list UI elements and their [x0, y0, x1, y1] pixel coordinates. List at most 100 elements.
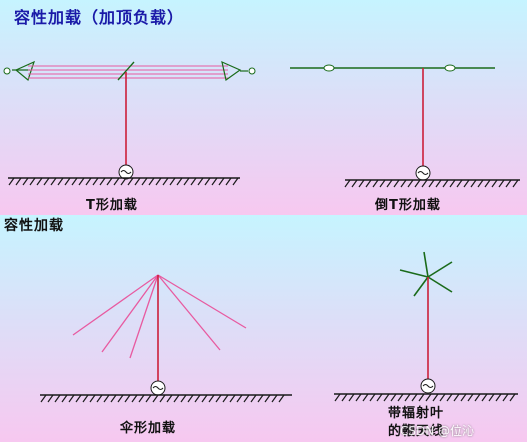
- ground-hatch-mark: [120, 177, 127, 186]
- top-panel: [0, 0, 527, 215]
- ground-hatch-mark: [243, 394, 250, 403]
- inverted-t-antenna: [290, 64, 520, 188]
- ground-hatch-mark: [96, 394, 103, 403]
- ground-hatch-mark: [138, 394, 145, 403]
- ground-hatch-mark: [159, 394, 166, 403]
- ground-hatch-mark: [229, 394, 236, 403]
- ground-hatch-mark: [110, 394, 117, 403]
- ground-hatch-mark: [372, 179, 379, 188]
- caption-radial-line2: 的鞭天线: [388, 424, 445, 439]
- ground-hatch-mark: [418, 393, 425, 402]
- ground-hatch-mark: [453, 393, 460, 402]
- caption-t-shape: T形加载: [86, 198, 138, 213]
- ground-hatch-mark: [481, 393, 488, 402]
- ground-hatch-mark: [446, 393, 453, 402]
- ground-hatch-mark: [162, 177, 169, 186]
- ground-hatch-mark: [127, 177, 134, 186]
- ground-hatch-mark: [474, 393, 481, 402]
- ground-hatch-mark: [379, 179, 386, 188]
- ground-hatch-mark: [369, 393, 376, 402]
- ground-hatch-mark: [264, 394, 271, 403]
- ground-hatch-mark: [365, 179, 372, 188]
- ground-hatch-mark: [397, 393, 404, 402]
- ground-hatch-mark: [208, 394, 215, 403]
- ground-hatch-mark: [257, 394, 264, 403]
- ground-hatch-mark: [201, 394, 208, 403]
- ground-hatch-mark: [68, 394, 75, 403]
- ground-hatch-mark: [376, 393, 383, 402]
- ground-hatch-mark: [498, 179, 505, 188]
- ground-hatch-mark: [47, 394, 54, 403]
- ground-hatch-mark: [449, 179, 456, 188]
- ground-hatch-mark: [512, 179, 519, 188]
- ground-hatch-mark: [404, 393, 411, 402]
- ground-hatch-mark: [8, 177, 15, 186]
- ground-hatch-mark: [390, 393, 397, 402]
- ground-hatch-mark: [124, 394, 131, 403]
- ground-hatch-mark: [442, 179, 449, 188]
- ground-hatch-mark: [250, 394, 257, 403]
- ground-hatch-mark: [78, 177, 85, 186]
- ground-hatch-mark: [278, 394, 285, 403]
- bottom-panel: [0, 215, 527, 442]
- ground-hatch-mark: [334, 393, 341, 402]
- ground-hatch-mark: [36, 177, 43, 186]
- ground-hatch-mark: [488, 393, 495, 402]
- ground-hatch-mark: [236, 394, 243, 403]
- ground-hatch-mark: [173, 394, 180, 403]
- ground-hatch-mark: [348, 393, 355, 402]
- ground-hatch-mark: [421, 179, 428, 188]
- section-title: 容性加载: [4, 218, 64, 234]
- ground-hatch-mark: [183, 177, 190, 186]
- ground-hatch-mark: [271, 394, 278, 403]
- ground-hatch-mark: [215, 394, 222, 403]
- ground-hatch-mark: [211, 177, 218, 186]
- ground-hatch-mark: [463, 179, 470, 188]
- ground-hatch-mark: [89, 394, 96, 403]
- ground-hatch-mark: [456, 179, 463, 188]
- ground-hatch-mark: [131, 394, 138, 403]
- ground-hatch-mark: [29, 177, 36, 186]
- ground-hatch-mark: [400, 179, 407, 188]
- ground-hatch-mark: [99, 177, 106, 186]
- ground-hatch-mark: [460, 393, 467, 402]
- ground-hatch-mark: [82, 394, 89, 403]
- umbrella-antenna: [40, 274, 292, 403]
- ground-hatch-mark: [425, 393, 432, 402]
- ground-hatch-mark: [92, 177, 99, 186]
- caption-umbrella: 伞形加载: [120, 421, 177, 436]
- ground-hatch-mark: [225, 177, 232, 186]
- ground-hatch-mark: [383, 393, 390, 402]
- ground-hatch-mark: [470, 179, 477, 188]
- ground-hatch-mark: [344, 179, 351, 188]
- ground-hatch-mark: [64, 177, 71, 186]
- ground-hatch-mark: [113, 177, 120, 186]
- ground-hatch-mark: [54, 394, 61, 403]
- ground-hatch-mark: [134, 177, 141, 186]
- ground-hatch-mark: [204, 177, 211, 186]
- ground-hatch-mark: [362, 393, 369, 402]
- ground-hatch-mark: [194, 394, 201, 403]
- ground-hatch-mark: [50, 177, 57, 186]
- ground-hatch-mark: [232, 177, 239, 186]
- ground-hatch-mark: [491, 179, 498, 188]
- ground-hatch-mark: [222, 394, 229, 403]
- ground-hatch-mark: [414, 179, 421, 188]
- ground-hatch-mark: [145, 394, 152, 403]
- ground-hatch-mark: [103, 394, 110, 403]
- ground-hatch-mark: [22, 177, 29, 186]
- radial-whip-antenna: [334, 251, 518, 402]
- ground-hatch-mark: [502, 393, 509, 402]
- ground-hatch-mark: [75, 394, 82, 403]
- ground-hatch-mark: [358, 179, 365, 188]
- ground-hatch-mark: [71, 177, 78, 186]
- ground-hatch-mark: [117, 394, 124, 403]
- ground-hatch-mark: [393, 179, 400, 188]
- main-title: 容性加载（加顶负载）: [14, 8, 185, 27]
- t-shape-antenna: [3, 60, 256, 186]
- ground-hatch-mark: [152, 394, 159, 403]
- ground-hatch-mark: [85, 177, 92, 186]
- ground-hatch-mark: [386, 179, 393, 188]
- ground-hatch-mark: [180, 394, 187, 403]
